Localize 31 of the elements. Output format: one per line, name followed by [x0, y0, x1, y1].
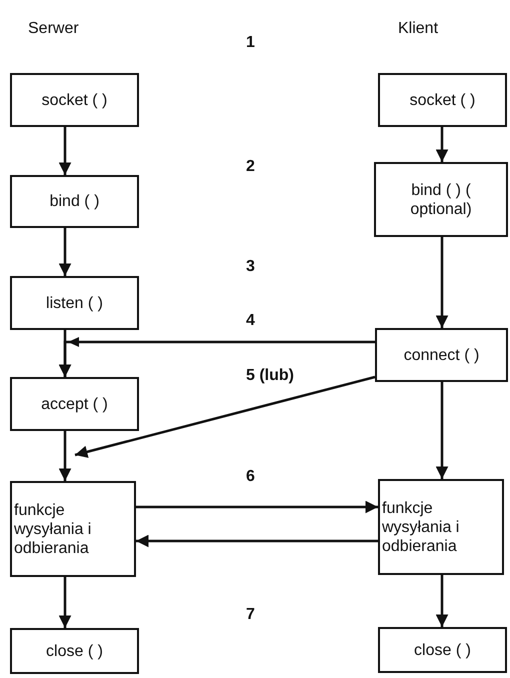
process-box — [378, 479, 504, 575]
step-number: 1 — [246, 34, 255, 52]
function-name: bind ( ) — [50, 192, 100, 211]
function-name: close ( ) — [414, 640, 471, 660]
function-name: listen ( ) — [46, 294, 103, 312]
function-name: connect ( ) — [404, 346, 480, 364]
function-name: socket ( ) — [410, 90, 476, 110]
step-number: 6 — [246, 468, 255, 486]
step-number: 3 — [246, 258, 255, 276]
process-box — [378, 627, 507, 673]
step-number: 2 — [246, 158, 255, 176]
step-number: 5 (lub) — [246, 367, 294, 385]
column-heading: Klient — [398, 20, 438, 38]
process-box — [10, 73, 139, 127]
function-name: accept ( ) — [41, 394, 108, 414]
function-name: close ( ) — [46, 642, 103, 660]
process-box — [378, 73, 507, 127]
function-name: socket ( ) — [42, 90, 108, 110]
function-name: bind ( ) ( optional) — [409, 180, 473, 218]
process-box — [10, 481, 136, 577]
process-box — [374, 162, 508, 237]
process-box — [10, 276, 139, 330]
process-box — [375, 328, 508, 382]
function-name: funkcje wysyłania i odbierania — [382, 498, 460, 556]
step-number: 7 — [246, 606, 255, 624]
function-name: funkcje wysyłania i odbierania — [14, 500, 92, 558]
process-box — [10, 377, 139, 431]
process-box — [10, 175, 139, 228]
process-box — [10, 628, 139, 674]
step-number: 4 — [246, 312, 255, 330]
column-heading: Serwer — [28, 20, 79, 38]
